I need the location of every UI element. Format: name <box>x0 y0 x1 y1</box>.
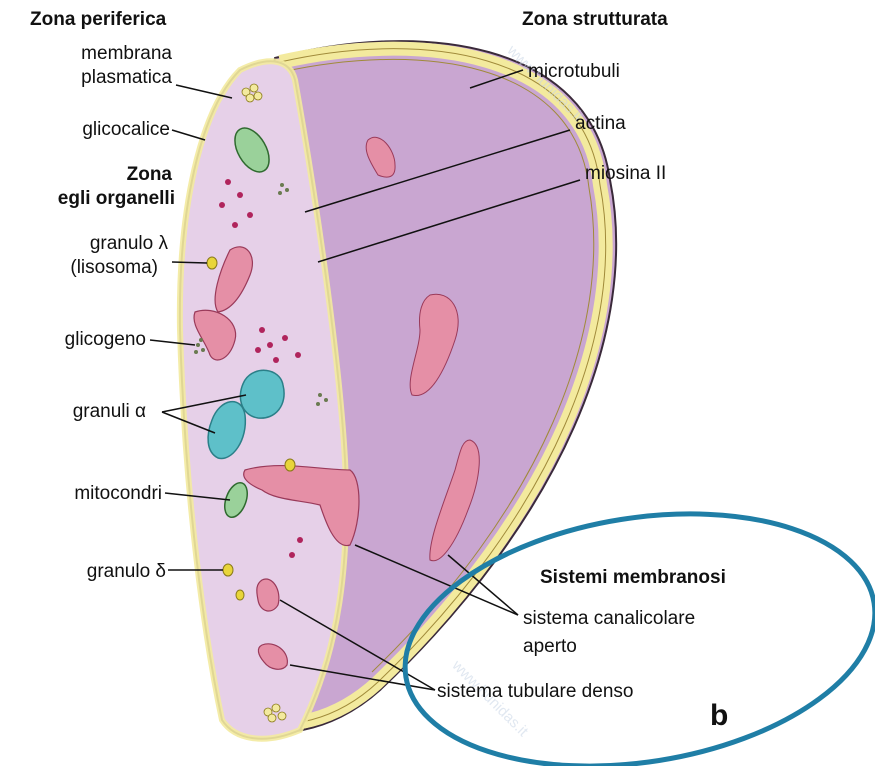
header-organelles-zone-line2: egli organelli <box>0 187 175 210</box>
label-aperto: aperto <box>523 635 577 658</box>
label-canalicolare: sistema canalicolare <box>523 607 695 630</box>
header-peripheral-zone: Zona periferica <box>30 8 166 31</box>
yellow-granule <box>236 590 244 600</box>
label-tubulare-denso: sistema tubulare denso <box>437 680 633 703</box>
label-microtubuli: microtubuli <box>528 60 620 83</box>
label-membrana: membrana <box>0 42 172 65</box>
label-actina: actina <box>575 112 626 135</box>
alpha-granule <box>240 370 284 418</box>
header-structured-zone: Zona strutturata <box>522 8 668 31</box>
label-mitocondri: mitocondri <box>0 482 162 505</box>
label-lisosoma: (lisosoma) <box>0 256 158 279</box>
label-granulo-lambda: granulo λ <box>0 232 168 255</box>
granule-lambda <box>207 257 217 269</box>
granule-delta <box>223 564 233 576</box>
panel-letter: b <box>710 704 728 727</box>
label-glicogeno: glicogeno <box>0 328 146 351</box>
label-miosina: miosina II <box>585 162 666 185</box>
header-organelles-zone-line1: Zona <box>0 163 172 186</box>
label-plasmatica: plasmatica <box>0 66 172 89</box>
yellow-granule <box>285 459 295 471</box>
label-granulo-delta: granulo δ <box>0 560 166 583</box>
label-granuli-alpha: granuli α <box>0 400 146 423</box>
header-membrane-systems: Sistemi membranosi <box>540 566 726 589</box>
label-glicocalice: glicocalice <box>0 118 170 141</box>
